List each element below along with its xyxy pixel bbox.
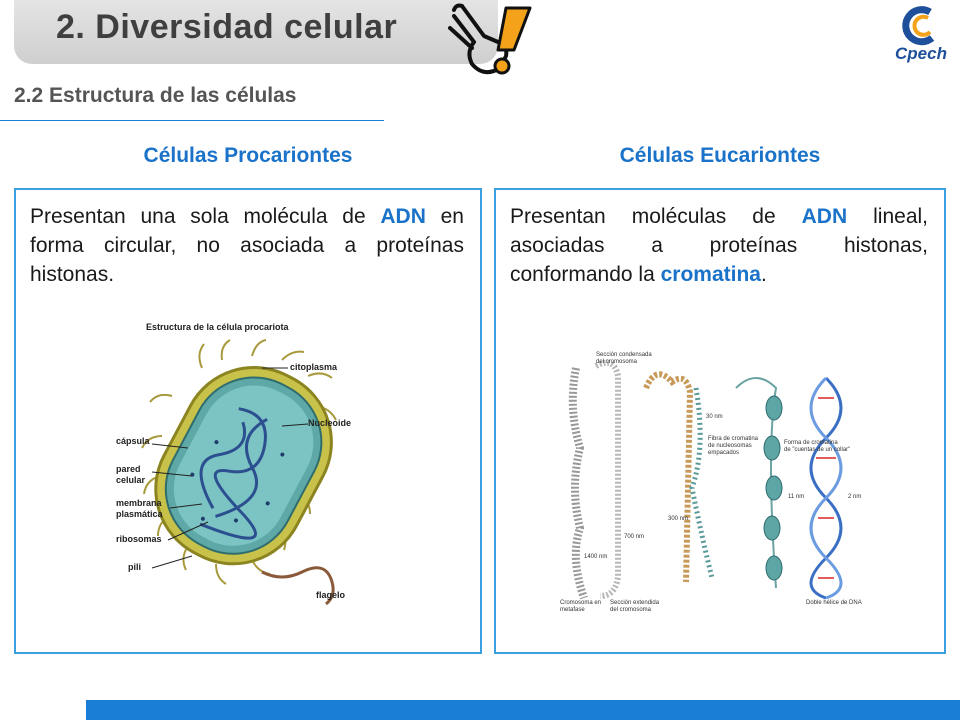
dna-strand-2 [809, 376, 843, 600]
label-1400nm: 1400 nm [584, 554, 607, 560]
pointing-hand-exclamation-icon [448, 3, 532, 75]
cpech-logo-mark [902, 6, 935, 46]
highlight-adn: ADN [801, 205, 848, 228]
label-membrana: membrana [116, 498, 163, 508]
extended-section [594, 359, 621, 599]
label-celular: celular [116, 475, 146, 485]
nucleosome-beads [763, 395, 783, 581]
label-2nm: 2 nm [848, 494, 861, 500]
prokaryote-cell-figure: Estructura de la célula procariota [116, 322, 351, 606]
label-citoplasma: citoplasma [290, 362, 338, 372]
label-doble-helice: Doble hélice de DNA [806, 600, 862, 606]
logo-text: Cpech [895, 44, 947, 63]
label-pared: pared [116, 464, 141, 474]
text-part: en forma circular, no asociada a proteín… [30, 205, 464, 286]
label-fibra: Fibra de cromatina [708, 436, 759, 442]
label-cuentas-collar: de "cuentas de un collar" [784, 447, 850, 453]
highlight-adn: ADN [380, 205, 426, 228]
label-seccion-extendida: Sección extendida [610, 600, 660, 606]
text-part: . [760, 263, 767, 286]
label-nucleoide: Nucleoide [308, 418, 351, 428]
nucleoid-dna [199, 407, 268, 540]
chromatin-figure: Sección condensada del cromosoma 30 nm F… [560, 352, 862, 613]
chromatin-loops [643, 371, 694, 583]
dna-base-pairs [816, 397, 836, 579]
text-procariontes: Presentan una sola molécula de ADN en fo… [30, 202, 464, 289]
text-eucariontes: Presentan moléculas de ADN lineal, asoci… [510, 202, 928, 289]
label-seccion-condensada: Sección condensada [596, 352, 652, 358]
label-flagelo: flagelo [316, 590, 346, 600]
page-title: 2. Diversidad celular [56, 8, 398, 46]
label-300nm: 300 nm [668, 516, 688, 522]
label-pili: pili [128, 562, 141, 572]
heading-eucariontes: Células Eucariontes [619, 144, 821, 167]
flagellum [261, 566, 335, 606]
text-part: Presentan una sola molécula de [30, 205, 381, 228]
label-extendida-cromosoma: del cromosoma [610, 607, 652, 613]
label-del-cromosoma: del cromosoma [596, 359, 638, 365]
label-cromosoma-metafase: Cromosoma en [560, 600, 601, 606]
packed-nucleosome-fiber [689, 387, 715, 579]
title-tab: 2. Diversidad celular [14, 0, 498, 64]
label-700nm: 700 nm [624, 534, 644, 540]
heading-procariontes: Células Procariontes [143, 144, 353, 167]
label-11nm: 11 nm [788, 494, 804, 500]
subtitle-underline [0, 120, 384, 121]
bottom-bar [86, 700, 960, 720]
label-nucleosomas: de nucleosomas [708, 443, 752, 449]
cytoplasm [173, 385, 314, 546]
label-capsula: cápsula [116, 436, 151, 446]
label-metafase: metafase [560, 607, 585, 613]
section-subtitle: 2.2 Estructura de las células [14, 84, 297, 107]
figure-title: Estructura de la célula procariota [146, 322, 290, 332]
text-part: Presentan moléculas de [510, 205, 802, 228]
panel-procariontes: Presentan una sola molécula de ADN en fo… [14, 188, 482, 654]
leader-lines [151, 367, 309, 569]
text-part: lineal, asociadas a proteínas histonas, … [510, 205, 929, 286]
label-ribosomas: ribosomas [116, 534, 162, 544]
label-empacados: empacados [708, 450, 739, 456]
metaphase-chromosome [568, 367, 588, 600]
panel-eucariontes: Presentan moléculas de ADN lineal, asoci… [494, 188, 946, 654]
dna-strand-1 [809, 376, 843, 600]
cpech-logo: Cpech [890, 4, 952, 68]
ribosome-dots [190, 440, 285, 523]
label-plasmatica: plasmática [116, 509, 164, 519]
label-forma-cromatina: Forma de cromatina [784, 440, 838, 446]
highlight-cromatina: cromatina [660, 263, 761, 286]
label-30nm: 30 nm [706, 414, 723, 420]
